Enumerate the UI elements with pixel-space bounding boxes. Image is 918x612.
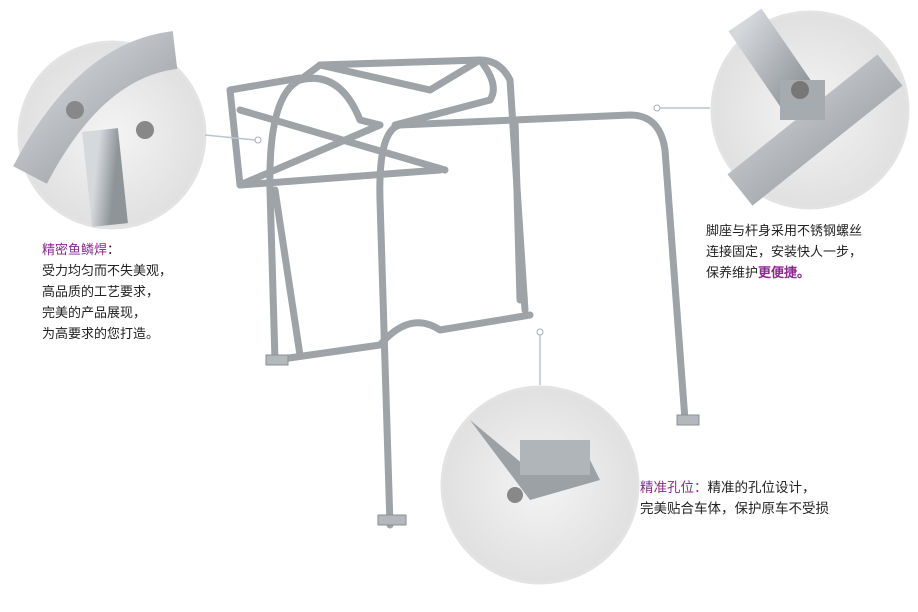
mount-line-2: 连接固定，安装快人一步， <box>706 245 863 260</box>
weld-detail-circle <box>13 31 207 230</box>
mount-detail-circle <box>710 8 910 210</box>
mount-line-3-highlight: 更便捷。 <box>758 266 811 281</box>
holes-line-2: 完美贴合车体，保护原车不受损 <box>640 501 829 517</box>
holes-callout: 精准孔位：精准的孔位设计， 完美贴合车体，保护原车不受损 <box>640 478 829 520</box>
welding-line-1: 受力均匀而不失美观， <box>42 264 173 279</box>
hole-detail-circle <box>440 385 640 585</box>
welding-callout: 精密鱼鳞焊： 受力均匀而不失美观， 高品质的工艺要求， 完美的产品展现， 为高要… <box>42 240 172 345</box>
mount-line-3-prefix: 保养维护 <box>706 266 759 281</box>
welding-line-2: 高品质的工艺要求， <box>42 285 160 300</box>
mount-line-1: 脚座与杆身采用不锈钢螺丝 <box>706 224 863 239</box>
welding-title: 精密鱼鳞焊 <box>42 243 108 258</box>
welding-line-3: 完美的产品展现， <box>42 306 147 321</box>
mount-callout: 脚座与杆身采用不锈钢螺丝 连接固定，安装快人一步， 保养维护更便捷。 <box>706 221 862 284</box>
roll-cage <box>226 56 689 529</box>
holes-title: 精准孔位： <box>640 480 708 496</box>
welding-colon: ： <box>107 243 121 258</box>
welding-line-4: 为高要求的您打造。 <box>42 327 160 342</box>
holes-line-1: 精准的孔位设计， <box>707 480 816 496</box>
